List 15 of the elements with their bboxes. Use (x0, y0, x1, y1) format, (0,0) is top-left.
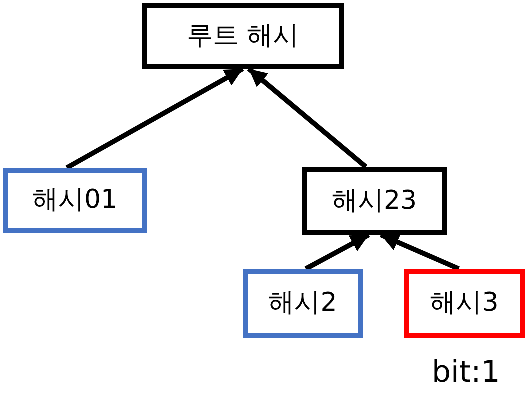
node-label: 해시23 (332, 186, 418, 216)
bit-label: bit:1 (432, 356, 500, 389)
hash-box (404, 269, 525, 338)
arrow (304, 232, 370, 272)
hash-box (142, 3, 344, 69)
arrow (66, 66, 244, 170)
hash-box (3, 168, 147, 233)
node-label: 해시01 (32, 186, 118, 215)
node-label: 해시2 (268, 289, 338, 318)
hash-box (243, 269, 363, 338)
node-label: 루트 해시 (186, 22, 300, 50)
arrow (380, 232, 460, 272)
node-label: 해시3 (430, 289, 499, 318)
hash-box (302, 167, 447, 235)
arrow (247, 67, 368, 169)
